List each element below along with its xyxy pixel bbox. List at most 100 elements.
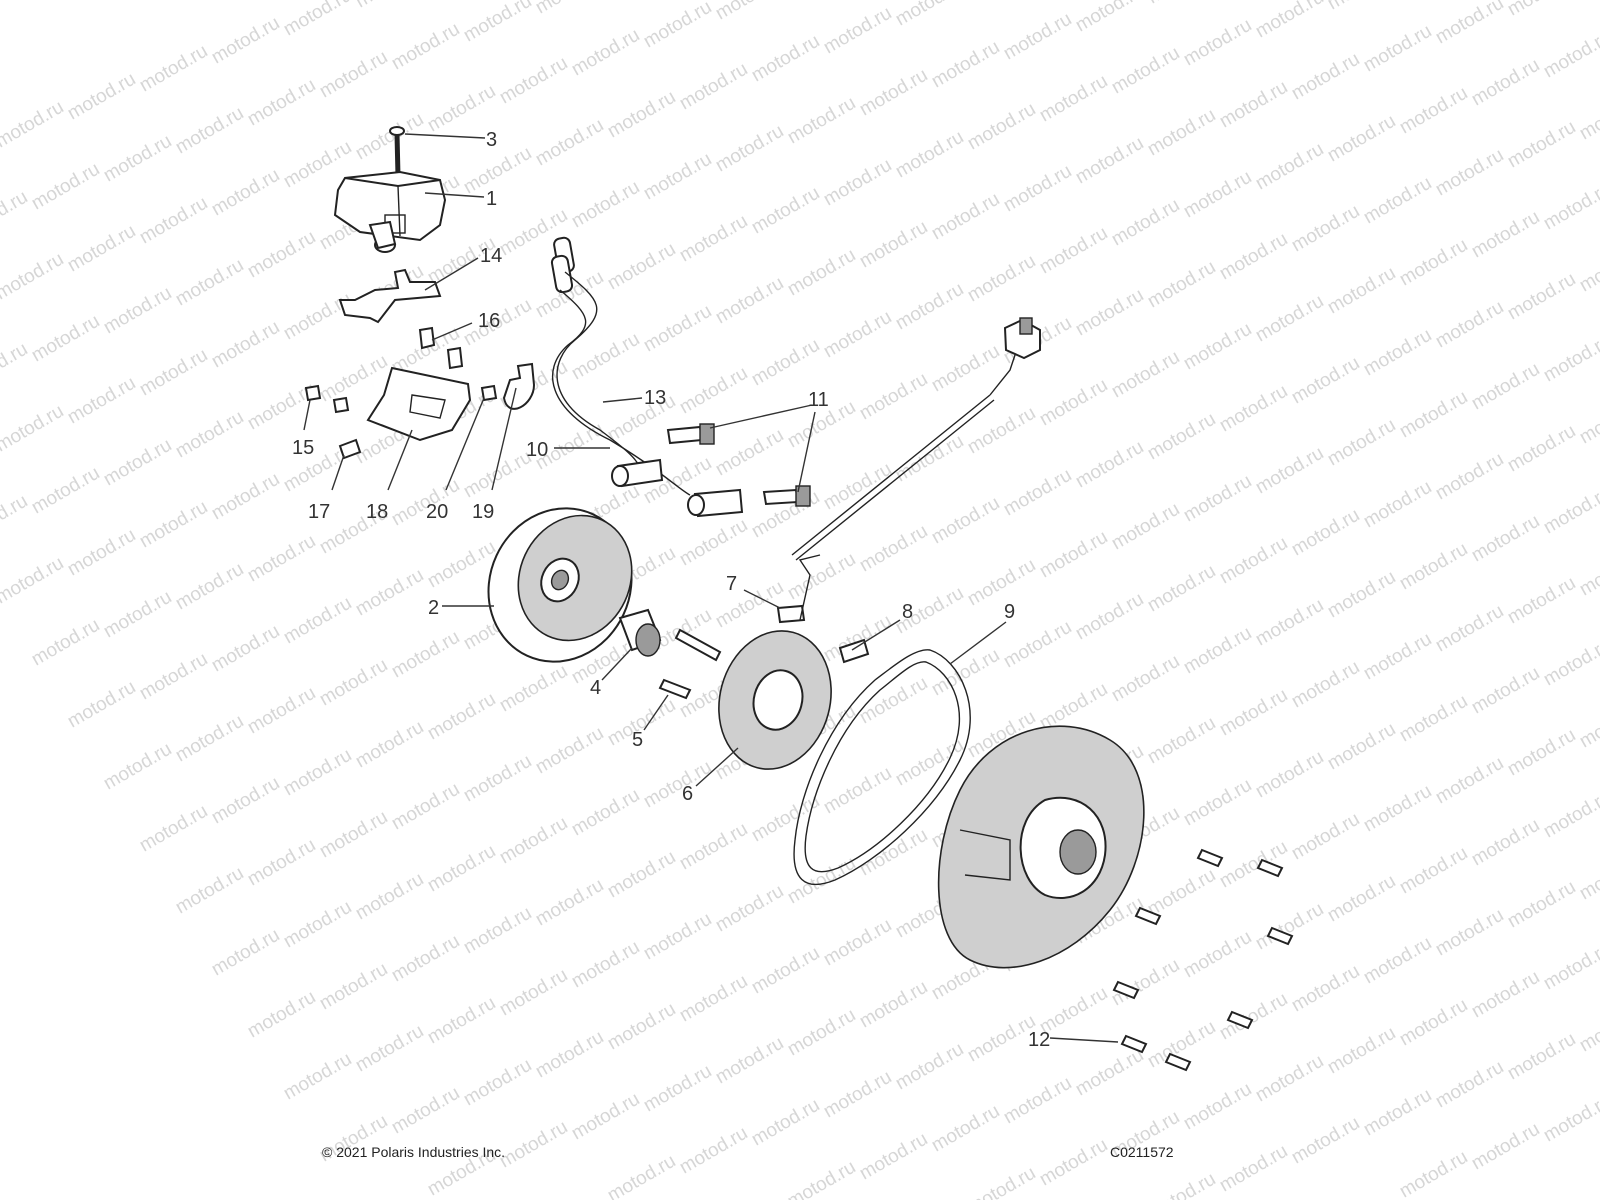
watermark-text: motod.ru xyxy=(892,279,967,335)
watermark-text: motod.ru xyxy=(1360,173,1435,229)
watermark-text: motod.ru xyxy=(1540,1091,1600,1147)
watermark-text: motod.ru xyxy=(1360,933,1435,989)
watermark-text: motod.ru xyxy=(172,103,247,159)
watermark-text: motod.ru xyxy=(172,407,247,463)
part-ignition-coil-1 xyxy=(333,170,447,253)
watermark-text: motod.ru xyxy=(388,1083,463,1139)
watermark-text: motod.ru xyxy=(280,593,355,649)
watermark-text: motod.ru xyxy=(1000,617,1075,673)
watermark-text: motod.ru xyxy=(820,1067,895,1123)
watermark-text: motod.ru xyxy=(1432,449,1507,505)
watermark-text: motod.ru xyxy=(496,53,571,109)
watermark-text: motod.ru xyxy=(64,221,139,277)
watermark-text: motod.ru xyxy=(1108,195,1183,251)
watermark-text: motod.ru xyxy=(604,87,679,143)
watermark-text: motod.ru xyxy=(1216,837,1291,893)
watermark-text: motod.ru xyxy=(100,131,175,187)
watermark-text: motod.ru xyxy=(1072,0,1147,36)
callout-2: 2 xyxy=(428,597,439,619)
watermark-text: motod.ru xyxy=(1108,651,1183,707)
watermark-text: motod.ru xyxy=(640,757,715,813)
watermark-text: motod.ru xyxy=(856,521,931,577)
watermark-text: motod.ru xyxy=(1504,0,1579,20)
watermark-text: motod.ru xyxy=(604,999,679,1055)
watermark-text: motod.ru xyxy=(280,0,355,40)
callout-labels: 1 2 3 4 5 6 7 8 9 10 11 12 13 14 15 16 1… xyxy=(292,129,1050,1051)
watermark-text: motod.ru xyxy=(460,751,535,807)
watermark-text: motod.ru xyxy=(892,1039,967,1095)
watermark-text: motod.ru xyxy=(1576,393,1600,449)
watermark-text: motod.ru xyxy=(172,559,247,615)
watermark-text: motod.ru xyxy=(1288,49,1363,105)
watermark-text: motod.ru xyxy=(208,925,283,981)
watermark-text: motod.ru xyxy=(784,1157,859,1200)
part-bolts-15 xyxy=(304,384,350,414)
callout-12: 12 xyxy=(1028,1029,1050,1051)
watermark-text: motod.ru xyxy=(676,971,751,1027)
watermark-text: motod.ru xyxy=(1072,437,1147,493)
watermark-text: motod.ru xyxy=(1000,465,1075,521)
watermark-text: motod.ru xyxy=(172,255,247,311)
watermark-text: motod.ru xyxy=(1432,905,1507,961)
watermark-text: motod.ru xyxy=(856,1129,931,1185)
watermark-text: motod.ru xyxy=(424,993,499,1049)
watermark-text: motod.ru xyxy=(1540,939,1600,995)
watermark-text: motod.ru xyxy=(532,115,607,171)
watermark-text: motod.ru xyxy=(1432,601,1507,657)
watermark-text: motod.ru xyxy=(1576,849,1600,905)
watermark-text: motod.ru xyxy=(1036,527,1111,583)
watermark-text: motod.ru xyxy=(1036,223,1111,279)
watermark-text: motod.ru xyxy=(64,69,139,125)
watermark-text: motod.ru xyxy=(820,459,895,515)
watermark-text: motod.ru xyxy=(1540,27,1600,83)
watermark-text: motod.ru xyxy=(1396,235,1471,291)
leader-lines xyxy=(303,133,1119,1043)
watermark-text: motod.ru xyxy=(676,515,751,571)
watermark-text: motod.ru xyxy=(460,447,535,503)
watermark-text: motod.ru xyxy=(1252,595,1327,651)
watermark-text: motod.ru xyxy=(604,1151,679,1200)
callout-15: 15 xyxy=(292,437,314,459)
watermark-text: motod.ru xyxy=(1252,899,1327,955)
watermark-text: motod.ru xyxy=(1540,483,1600,539)
watermark-text: motod.ru xyxy=(856,825,931,881)
watermark-text: motod.ru xyxy=(1468,663,1543,719)
watermark-text: motod.ru xyxy=(1360,325,1435,381)
watermark-text: motod.ru xyxy=(1432,297,1507,353)
watermark-text: motod.ru xyxy=(496,813,571,869)
watermark-text: motod.ru xyxy=(1396,843,1471,899)
watermark-text: motod.ru xyxy=(856,369,931,425)
watermark-text: motod.ru xyxy=(1144,561,1219,617)
watermark-text: motod.ru xyxy=(640,0,715,52)
watermark-text: motod.ru xyxy=(1180,1079,1255,1135)
watermark-text: motod.ru xyxy=(208,469,283,525)
watermark-text: motod.ru xyxy=(244,835,319,891)
watermark-text: motod.ru xyxy=(1468,359,1543,415)
watermark-text: motod.ru xyxy=(1288,1113,1363,1169)
callout-19: 19 xyxy=(472,501,494,523)
watermark-text: motod.ru xyxy=(784,1005,859,1061)
watermark-text: motod.ru xyxy=(1432,1057,1507,1113)
watermark-text: motod.ru xyxy=(1216,1141,1291,1197)
part-plug-wires-13 xyxy=(550,236,691,496)
watermark-text: motod.ru xyxy=(1324,0,1399,14)
watermark-text: motod.ru xyxy=(1144,713,1219,769)
watermark-text: motod.ru xyxy=(1324,263,1399,319)
watermark-text: motod.ru xyxy=(280,289,355,345)
watermark-text: motod.ru xyxy=(1180,775,1255,831)
watermark-text: motod.ru xyxy=(676,363,751,419)
watermark-text: motod.ru xyxy=(928,493,1003,549)
watermark-text: motod.ru xyxy=(1324,871,1399,927)
watermark-text: motod.ru xyxy=(748,31,823,87)
watermark-text: motod.ru xyxy=(1144,257,1219,313)
watermark-text: motod.ru xyxy=(820,763,895,819)
watermark-text: motod.ru xyxy=(208,773,283,829)
watermark-text: motod.ru xyxy=(460,143,535,199)
watermark-text: motod.ru xyxy=(964,251,1039,307)
watermark-text: motod.ru xyxy=(748,335,823,391)
watermark-text: motod.ru xyxy=(28,159,103,215)
watermark-text: motod.ru xyxy=(892,0,967,30)
watermark-text: motod.ru xyxy=(784,245,859,301)
watermark-text: motod.ru xyxy=(388,627,463,683)
watermark-text: motod.ru xyxy=(1108,347,1183,403)
